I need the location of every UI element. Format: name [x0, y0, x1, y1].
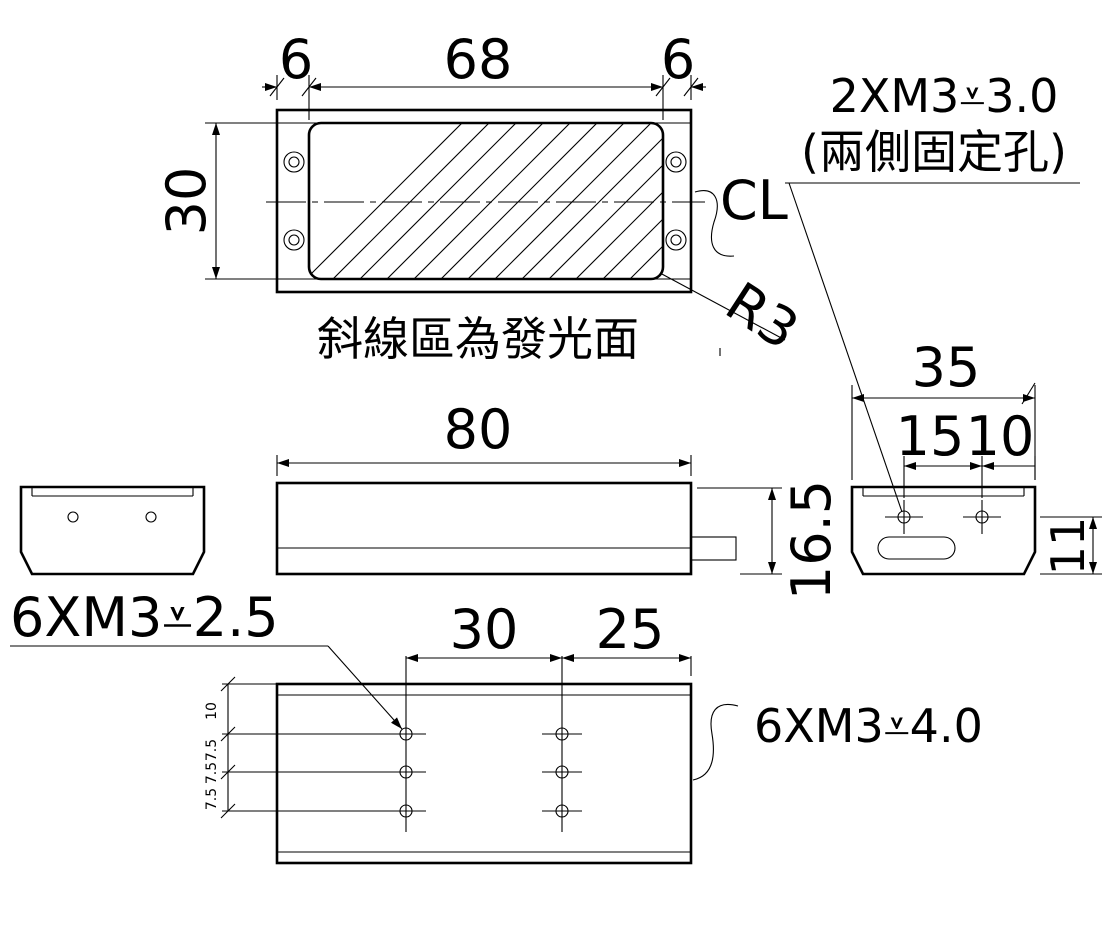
- holes-callout-right-leader: [692, 704, 739, 781]
- bottom-view-body: [275, 682, 693, 865]
- holes-callout-right: 6XM3⩡4.0: [754, 699, 983, 753]
- right-end-profile: [850, 485, 1037, 576]
- hatch-line: [461, 123, 638, 279]
- bottom-view: 30 25 10 7.5 7.5 7.5 6XM3⩡2.5 6XM3⩡4.0: [10, 586, 983, 865]
- hatch-line: [434, 123, 611, 279]
- hole-icon: [145, 511, 157, 523]
- vdim-7-5-label: 7.5: [204, 762, 220, 784]
- dim-height-label: 30: [155, 167, 218, 236]
- front-view: 80 16.5: [275, 398, 843, 600]
- screw-hole-icon: [665, 229, 687, 251]
- top-view-body: [275, 108, 693, 294]
- screw-hole-icon: [665, 151, 687, 173]
- dim-15-label: 15: [896, 405, 965, 468]
- hatch-line: [515, 123, 663, 279]
- screw-hole-icon: [283, 151, 305, 173]
- hatch-line: [569, 123, 663, 279]
- side-holes-callout: 2XM3⩡3.0: [830, 69, 1059, 123]
- vdim-7-5-label: 7.5: [204, 788, 220, 810]
- emitting-area-hatch: [309, 123, 663, 279]
- emitting-area-label: 斜線區為發光面: [317, 312, 639, 366]
- hatch-line: [353, 123, 530, 279]
- dim-25-label: 25: [596, 598, 665, 661]
- dim-30-label: 30: [450, 598, 519, 661]
- cable-slot: [877, 536, 956, 560]
- hatch-line: [407, 123, 584, 279]
- radius-leader: [659, 272, 786, 341]
- centerline-leader: [694, 190, 735, 257]
- tapped-hole-icon: [885, 500, 923, 534]
- dim-11-label: 11: [1041, 517, 1095, 576]
- emitting-area-outline: [307, 121, 665, 281]
- dim-height-label: 16.5: [780, 480, 843, 600]
- dim-length-label: 80: [444, 398, 513, 461]
- dim-left-label: 6: [279, 28, 313, 91]
- hatch-line: [326, 123, 503, 279]
- dim-10-label: 10: [966, 405, 1035, 468]
- dim-width-label: 35: [912, 336, 981, 399]
- left-end-view: [19, 485, 206, 576]
- holes-callout-top: 6XM3⩡2.5: [10, 586, 279, 649]
- radius-label: R3: [715, 270, 810, 362]
- hatch-line: [488, 123, 663, 279]
- holes-callout-leader: [327, 645, 403, 730]
- vdim-10-label: 10: [204, 702, 220, 720]
- centerline-label: CL: [720, 169, 788, 232]
- hatch-line: [623, 123, 663, 279]
- hole-icon: [67, 511, 79, 523]
- cable-gland: [690, 536, 737, 561]
- tapped-hole-icon: [963, 500, 1001, 534]
- hatch-line: [380, 123, 557, 279]
- hatch-line: [542, 123, 663, 279]
- front-view-body: [275, 481, 693, 576]
- hatch-line: [309, 123, 476, 279]
- right-end-view: 35 15 10 11: [850, 336, 1102, 576]
- left-end-profile: [19, 485, 206, 576]
- screw-hole-icon: [283, 229, 305, 251]
- dim-right-label: 6: [661, 28, 695, 91]
- hatch-line: [596, 123, 663, 279]
- vdim-7-5-label: 7.5: [204, 739, 220, 761]
- dim-center-label: 68: [444, 28, 513, 91]
- side-holes-leader: [788, 182, 903, 513]
- side-holes-note: (兩側固定孔): [801, 125, 1067, 179]
